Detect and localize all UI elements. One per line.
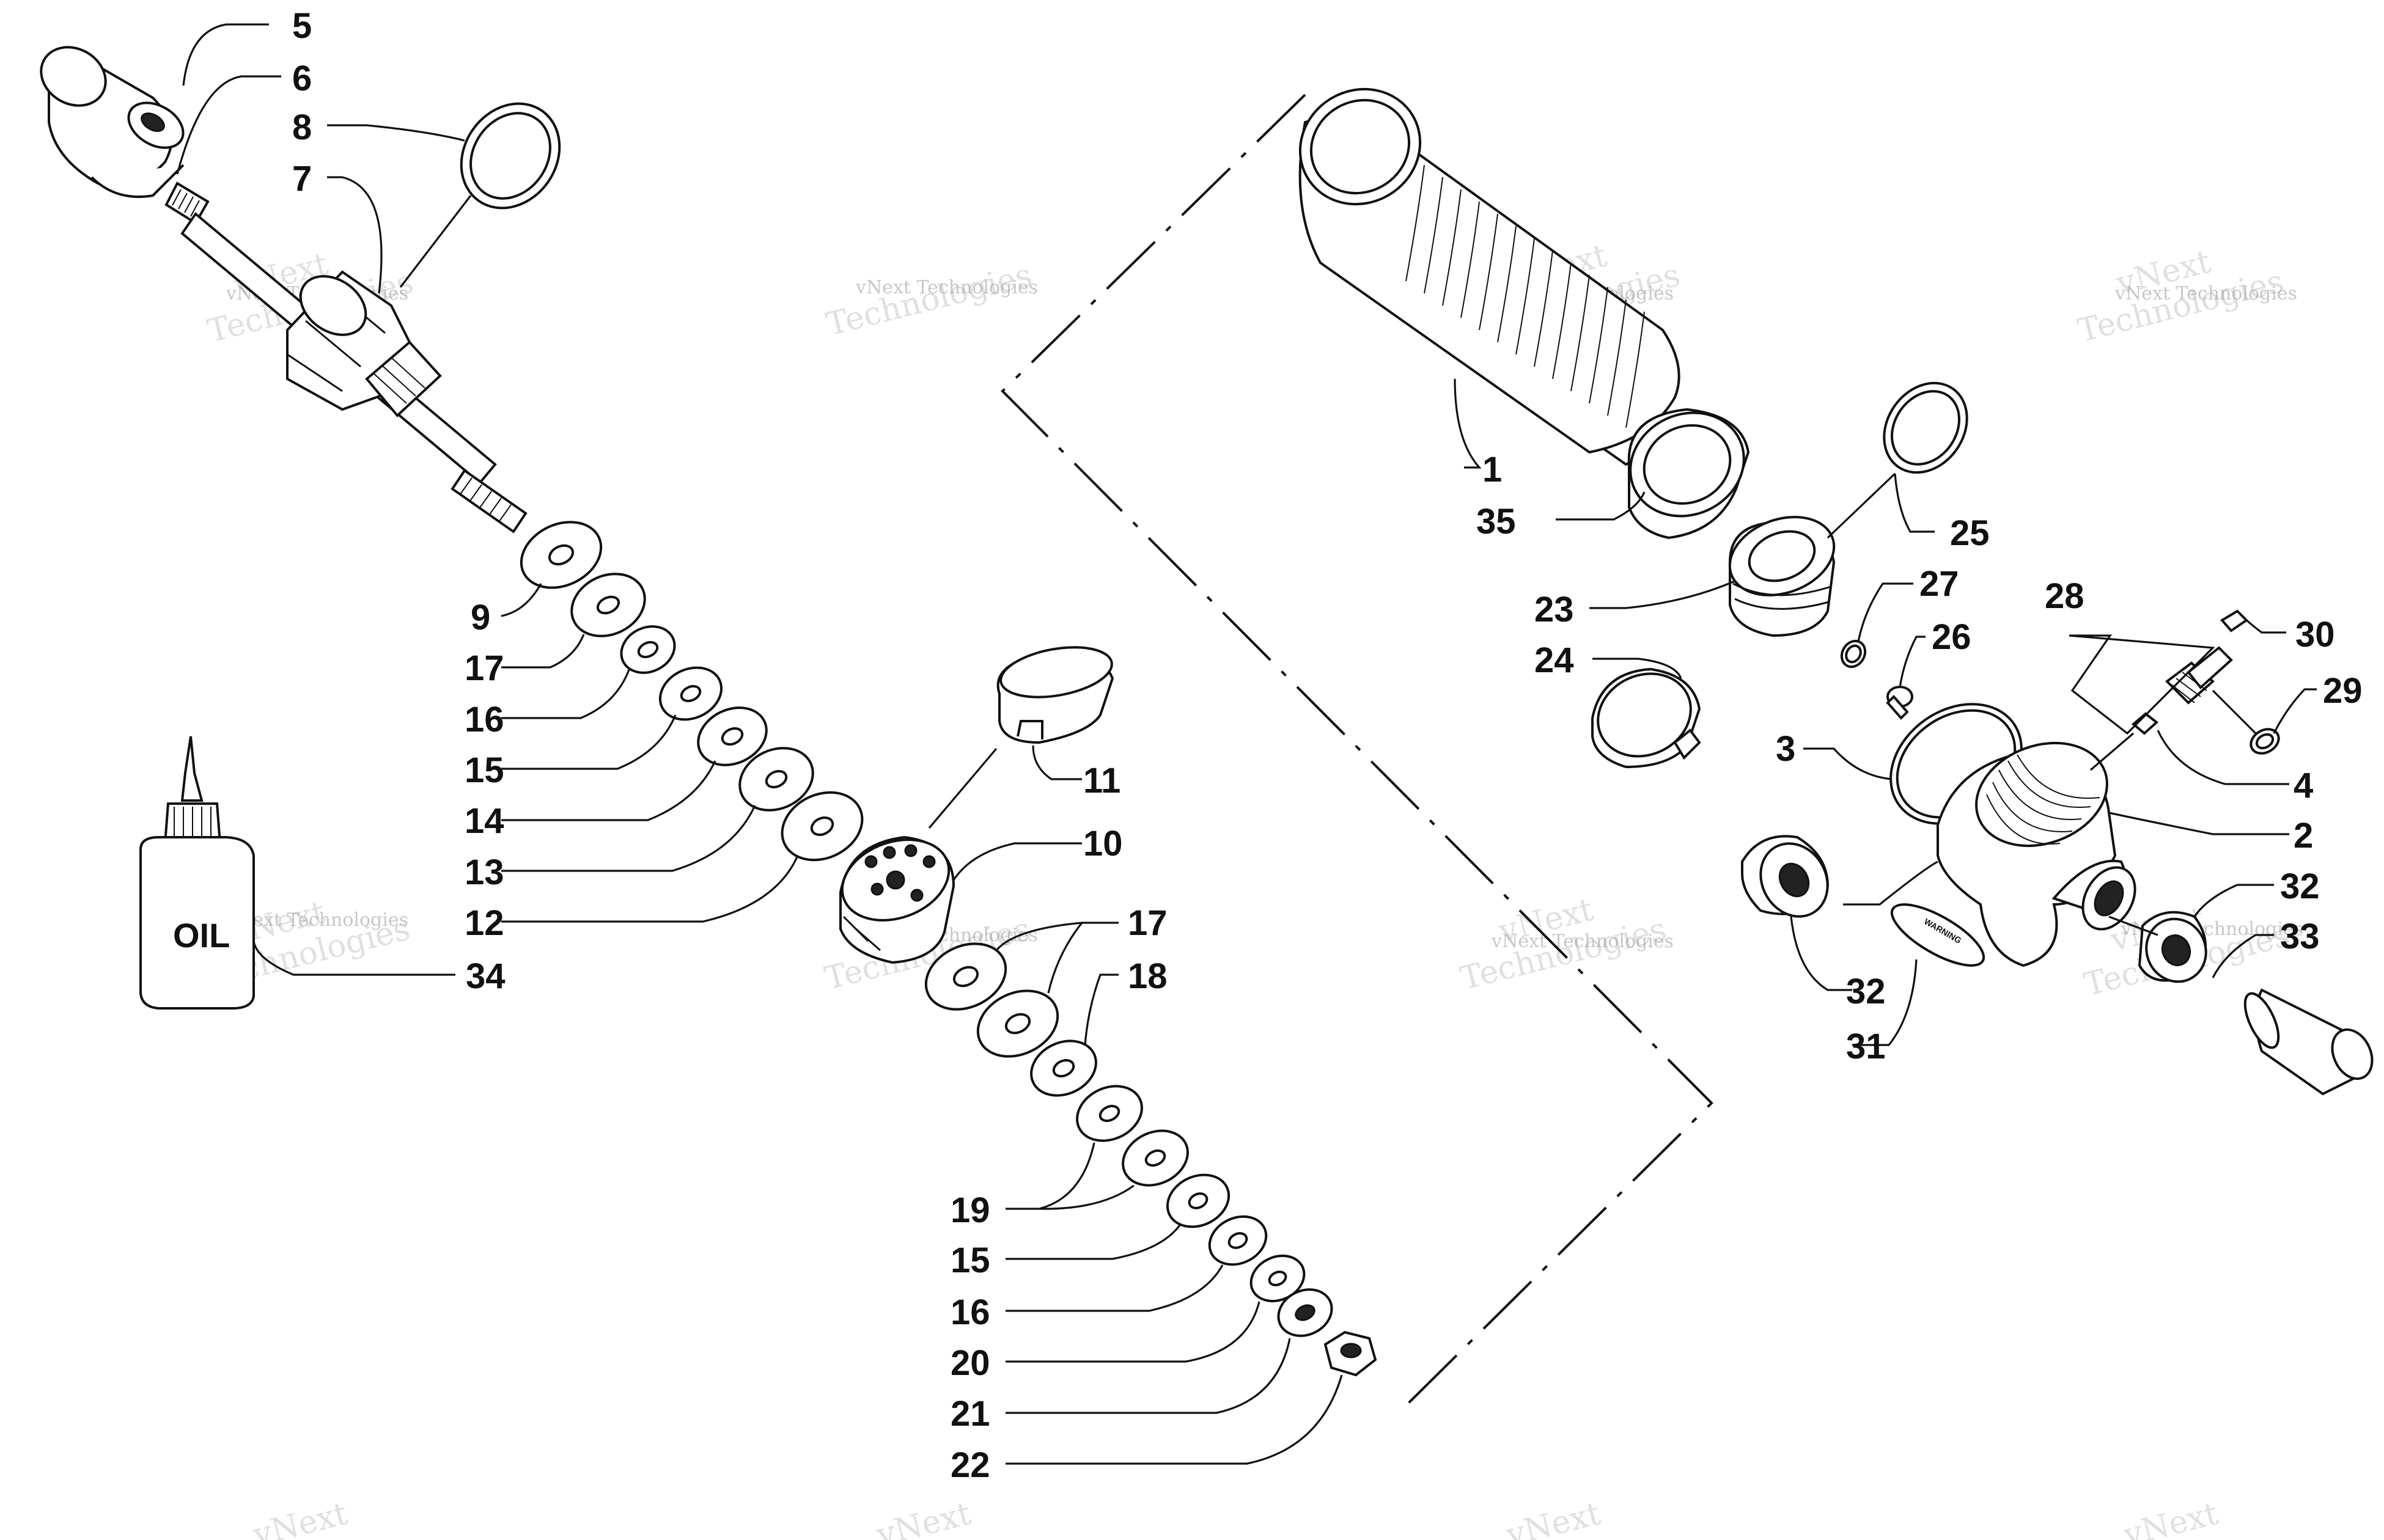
callout-6: 6 bbox=[292, 59, 312, 98]
callout-27: 27 bbox=[1919, 564, 1959, 604]
watermark-big-18: vNext bbox=[1503, 1495, 1605, 1540]
callout-22: 22 bbox=[951, 1445, 990, 1485]
shim-stack-upper bbox=[520, 521, 864, 862]
valve-cap-part-30 bbox=[2220, 609, 2249, 632]
callout-32b: 32 bbox=[2280, 867, 2320, 906]
callout-2: 2 bbox=[2294, 816, 2313, 856]
watermark-big-16: vNext bbox=[249, 1495, 351, 1540]
bottle-label: OIL bbox=[173, 916, 230, 955]
callout-8: 8 bbox=[292, 108, 312, 147]
callout-1: 1 bbox=[1482, 450, 1502, 490]
callout-32a: 32 bbox=[1846, 972, 1886, 1011]
callout-21: 21 bbox=[951, 1394, 990, 1434]
lower-body-threads bbox=[1986, 754, 2100, 845]
body-tube-threads bbox=[1405, 164, 1645, 428]
callout-30: 30 bbox=[2295, 615, 2335, 654]
shaft-lower-threads bbox=[451, 469, 528, 534]
nut-part-22 bbox=[1323, 1330, 1377, 1377]
washer-part-9 bbox=[520, 521, 603, 589]
callout-labels: 5 6 8 7 9 17 16 15 14 13 12 34 11 10 17 … bbox=[292, 6, 2363, 1485]
callout-10: 10 bbox=[1083, 824, 1123, 864]
washer-part-21 bbox=[1277, 1288, 1333, 1337]
washer-part-19b bbox=[1122, 1129, 1189, 1187]
callout-26: 26 bbox=[1932, 617, 1971, 657]
washer-part-13 bbox=[738, 747, 814, 812]
callout-16a: 16 bbox=[465, 700, 504, 739]
bushing-part-32-right bbox=[2138, 911, 2207, 983]
callout-25: 25 bbox=[1950, 513, 1990, 553]
washer-part-15b bbox=[1166, 1173, 1231, 1228]
assembly-bracket-frame bbox=[1001, 94, 1713, 1407]
lower-body-part-2 bbox=[1937, 741, 2136, 967]
callout-20: 20 bbox=[951, 1343, 990, 1383]
watermark-big-3: Technologies bbox=[823, 257, 1036, 343]
bushing-part-32-left bbox=[1741, 835, 1830, 918]
callout-15a: 15 bbox=[465, 750, 504, 790]
o-ring-part-8 bbox=[460, 102, 561, 210]
washer-part-17b bbox=[924, 942, 1007, 1011]
washer-part-16b bbox=[1208, 1215, 1268, 1266]
callout-4: 4 bbox=[2294, 766, 2313, 805]
washer-part-14 bbox=[697, 706, 768, 766]
leader-lines bbox=[176, 23, 2317, 1465]
callout-34: 34 bbox=[466, 956, 506, 996]
insert-part-4 bbox=[2131, 712, 2159, 735]
piston-part-10 bbox=[839, 835, 955, 964]
callout-31: 31 bbox=[1846, 1027, 1886, 1066]
o-ring-part-29 bbox=[2250, 728, 2280, 755]
screw-part-26 bbox=[1886, 686, 1913, 720]
washer-part-19a bbox=[1076, 1085, 1143, 1142]
watermark-small-5: vNext Technologies bbox=[226, 909, 408, 931]
callout-16b: 16 bbox=[951, 1292, 990, 1332]
eyelet-part-5 bbox=[40, 46, 185, 198]
callout-3: 3 bbox=[1776, 729, 1795, 769]
callout-15b: 15 bbox=[951, 1241, 990, 1280]
callout-35: 35 bbox=[1476, 502, 1516, 541]
callout-18: 18 bbox=[1128, 956, 1168, 996]
washer-part-18 bbox=[1030, 1040, 1097, 1097]
callout-17a: 17 bbox=[465, 648, 504, 688]
body-tube-part-1 bbox=[1298, 87, 1680, 466]
callout-9: 9 bbox=[471, 598, 490, 637]
callout-17b: 17 bbox=[1128, 903, 1168, 943]
callout-14: 14 bbox=[465, 801, 504, 841]
washer-part-17a bbox=[570, 573, 646, 637]
callout-24: 24 bbox=[1534, 640, 1574, 680]
o-ring-part-25 bbox=[1883, 381, 1968, 474]
piston-shaft-assembly bbox=[40, 46, 528, 534]
washer-part-16a bbox=[620, 625, 676, 674]
watermark-small-2: vNext Technologies bbox=[855, 277, 1038, 298]
shim-stack-lower bbox=[924, 942, 1377, 1377]
seal-head-part-23 bbox=[1728, 516, 1836, 637]
split-ring-part-24 bbox=[1591, 667, 1701, 769]
oil-bottle-part-34: OIL bbox=[139, 736, 255, 1010]
callout-7: 7 bbox=[292, 159, 312, 199]
washer-part-12 bbox=[781, 791, 864, 862]
callout-11: 11 bbox=[1083, 761, 1120, 801]
washer-part-17c bbox=[976, 989, 1059, 1058]
callout-19: 19 bbox=[951, 1190, 990, 1230]
threaded-stud-part-6 bbox=[164, 182, 210, 225]
callout-13: 13 bbox=[465, 853, 504, 892]
sleeve-part-33 bbox=[2243, 988, 2374, 1096]
callout-23: 23 bbox=[1534, 590, 1574, 629]
watermark-small-4: vNext Technologies bbox=[2114, 283, 2297, 304]
callout-28: 28 bbox=[2045, 576, 2084, 616]
watermark-big-17: vNext bbox=[873, 1495, 975, 1540]
piston-band-part-11 bbox=[996, 646, 1114, 744]
shaft-nut-part-7 bbox=[286, 270, 442, 417]
callout-33: 33 bbox=[2280, 917, 2320, 956]
collar-part-35 bbox=[1627, 408, 1750, 540]
callout-5: 5 bbox=[292, 6, 312, 46]
watermark-small-7: vNext Technologies bbox=[1491, 931, 1674, 952]
warning-decal-part-31: WARNING bbox=[1890, 903, 1985, 967]
valve-fitting-part-28 bbox=[2165, 646, 2233, 705]
callout-12: 12 bbox=[465, 903, 504, 943]
watermark-big-19: vNext bbox=[2120, 1495, 2222, 1540]
washer-part-15a bbox=[658, 666, 723, 721]
callout-29: 29 bbox=[2323, 671, 2363, 711]
o-ring-part-27 bbox=[1840, 639, 1867, 669]
